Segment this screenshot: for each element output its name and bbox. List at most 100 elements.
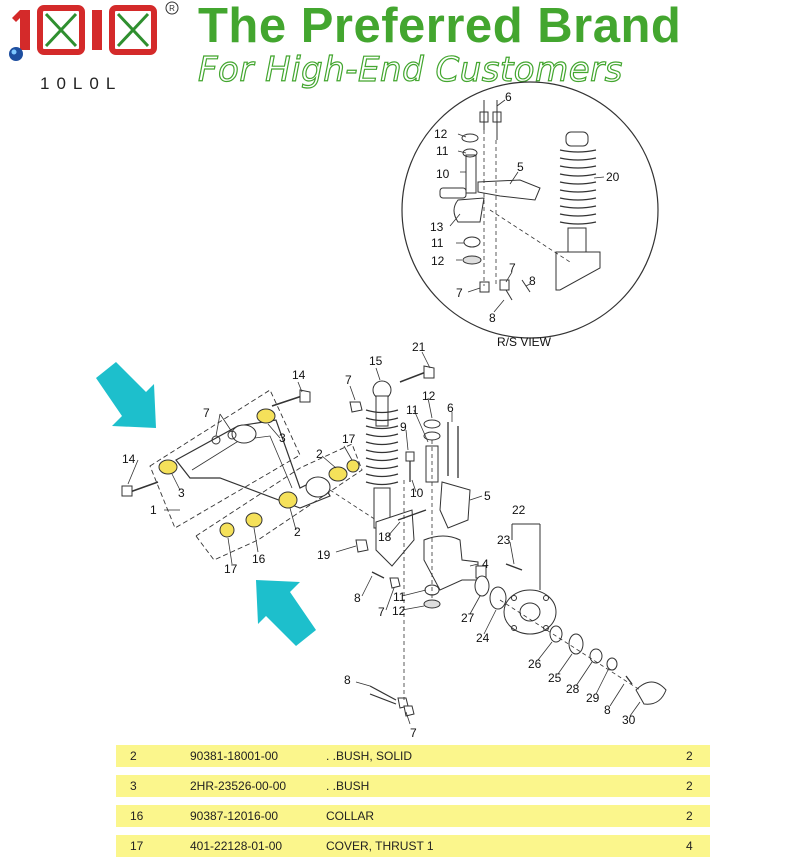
svg-text:23: 23 xyxy=(497,533,511,547)
svg-text:6: 6 xyxy=(447,401,454,415)
svg-text:25: 25 xyxy=(548,671,562,685)
ref-number: 2 xyxy=(130,749,137,763)
bolt-14-top xyxy=(271,389,311,407)
svg-text:19: 19 xyxy=(317,548,331,562)
ref-number: 16 xyxy=(130,809,144,823)
svg-text:24: 24 xyxy=(476,631,490,645)
ref-number: 3 xyxy=(130,779,137,793)
parts-table: 2 90381-18001-00 . .BUSH, SOLID 2 3 2HR-… xyxy=(116,745,710,865)
svg-text:8: 8 xyxy=(354,591,361,605)
quantity: 2 xyxy=(686,809,693,823)
svg-text:3: 3 xyxy=(279,431,286,445)
svg-text:R: R xyxy=(169,4,175,13)
svg-text:30: 30 xyxy=(622,713,636,727)
collar-16 xyxy=(245,512,263,528)
svg-text:1: 1 xyxy=(150,503,157,517)
a-arm-assembly xyxy=(175,419,331,509)
brand-title: The Preferred Brand xyxy=(198,0,682,53)
svg-text:18: 18 xyxy=(378,530,392,544)
svg-text:5: 5 xyxy=(517,160,524,174)
svg-text:22: 22 xyxy=(512,503,526,517)
part-description: COLLAR xyxy=(326,809,375,823)
part-number: 2HR-23526-00-00 xyxy=(190,779,287,793)
shock-absorber xyxy=(365,380,415,567)
bush-3-left xyxy=(158,459,178,475)
svg-text:8: 8 xyxy=(489,311,496,325)
svg-text:29: 29 xyxy=(586,691,600,705)
svg-text:12: 12 xyxy=(392,604,406,618)
svg-text:7: 7 xyxy=(203,406,210,420)
part-description: COVER, THRUST 1 xyxy=(326,839,434,853)
svg-text:7: 7 xyxy=(410,726,417,740)
svg-text:16: 16 xyxy=(252,552,266,566)
svg-text:5: 5 xyxy=(484,489,491,503)
svg-text:27: 27 xyxy=(461,611,475,625)
part-description: . .BUSH xyxy=(326,779,370,793)
bush-3-top xyxy=(256,408,276,424)
svg-text:7: 7 xyxy=(456,286,463,300)
collar-17-right xyxy=(346,459,360,473)
svg-text:7: 7 xyxy=(345,373,352,387)
table-row: 2 90381-18001-00 . .BUSH, SOLID 2 xyxy=(116,745,710,767)
logo-wordmark: 10L0L xyxy=(40,74,123,93)
svg-text:7: 7 xyxy=(509,261,516,275)
inset-shock-absorber xyxy=(555,131,601,291)
svg-text:8: 8 xyxy=(529,274,536,288)
svg-text:4: 4 xyxy=(482,557,489,571)
inset-caption: R/S VIEW xyxy=(497,335,552,349)
svg-text:21: 21 xyxy=(412,340,426,354)
svg-text:14: 14 xyxy=(122,452,136,466)
brand-header: R 10L0L The Preferred Brand For High-End… xyxy=(0,0,800,100)
svg-text:28: 28 xyxy=(566,682,580,696)
svg-text:8: 8 xyxy=(344,673,351,687)
svg-text:9: 9 xyxy=(400,420,407,434)
quantity: 2 xyxy=(686,779,693,793)
table-row: 3 2HR-23526-00-00 . .BUSH 2 xyxy=(116,775,710,797)
svg-text:26: 26 xyxy=(528,657,542,671)
svg-text:17: 17 xyxy=(224,562,238,576)
quantity: 2 xyxy=(686,749,693,763)
quantity: 4 xyxy=(686,839,693,853)
inset-view-circle xyxy=(401,81,659,339)
svg-text:7: 7 xyxy=(378,605,385,619)
svg-text:11: 11 xyxy=(436,144,449,158)
part-number: 401-22128-01-00 xyxy=(190,839,283,853)
arrow-lower-icon xyxy=(256,580,316,646)
svg-text:17: 17 xyxy=(342,432,356,446)
svg-text:14: 14 xyxy=(292,368,306,382)
table-row: 16 90387-12016-00 COLLAR 2 xyxy=(116,805,710,827)
brand-logo: R xyxy=(9,1,179,61)
svg-text:10: 10 xyxy=(436,167,450,181)
highlighted-bushings xyxy=(158,408,360,538)
svg-text:12: 12 xyxy=(434,127,448,141)
svg-text:12: 12 xyxy=(431,254,445,268)
part-description: . .BUSH, SOLID xyxy=(326,749,413,763)
svg-text:15: 15 xyxy=(369,354,383,368)
ref-number: 17 xyxy=(130,839,144,853)
inset-kingpin-stack xyxy=(439,100,541,301)
collar-17-left xyxy=(219,522,235,538)
svg-text:11: 11 xyxy=(393,590,406,604)
bolt-14-left xyxy=(121,481,159,497)
svg-text:8: 8 xyxy=(604,703,611,717)
svg-text:6: 6 xyxy=(505,90,512,104)
indicator-arrows xyxy=(96,362,316,646)
table-row: 17 401-22128-01-00 COVER, THRUST 1 4 xyxy=(116,835,710,857)
svg-text:2: 2 xyxy=(316,447,323,461)
assembly-outline xyxy=(149,389,363,561)
svg-text:11: 11 xyxy=(406,403,419,417)
svg-text:10: 10 xyxy=(410,486,424,500)
svg-text:3: 3 xyxy=(178,486,185,500)
svg-text:2: 2 xyxy=(294,525,301,539)
part-number: 90381-18001-00 xyxy=(190,749,279,763)
svg-text:13: 13 xyxy=(430,220,444,234)
svg-text:12: 12 xyxy=(422,389,436,403)
part-number: 90387-12016-00 xyxy=(190,809,279,823)
svg-text:20: 20 xyxy=(606,170,620,184)
arrow-upper-icon xyxy=(96,362,156,428)
bush-2-right xyxy=(328,466,348,482)
bush-2-lower xyxy=(278,491,298,509)
wheel-hub xyxy=(503,589,557,635)
